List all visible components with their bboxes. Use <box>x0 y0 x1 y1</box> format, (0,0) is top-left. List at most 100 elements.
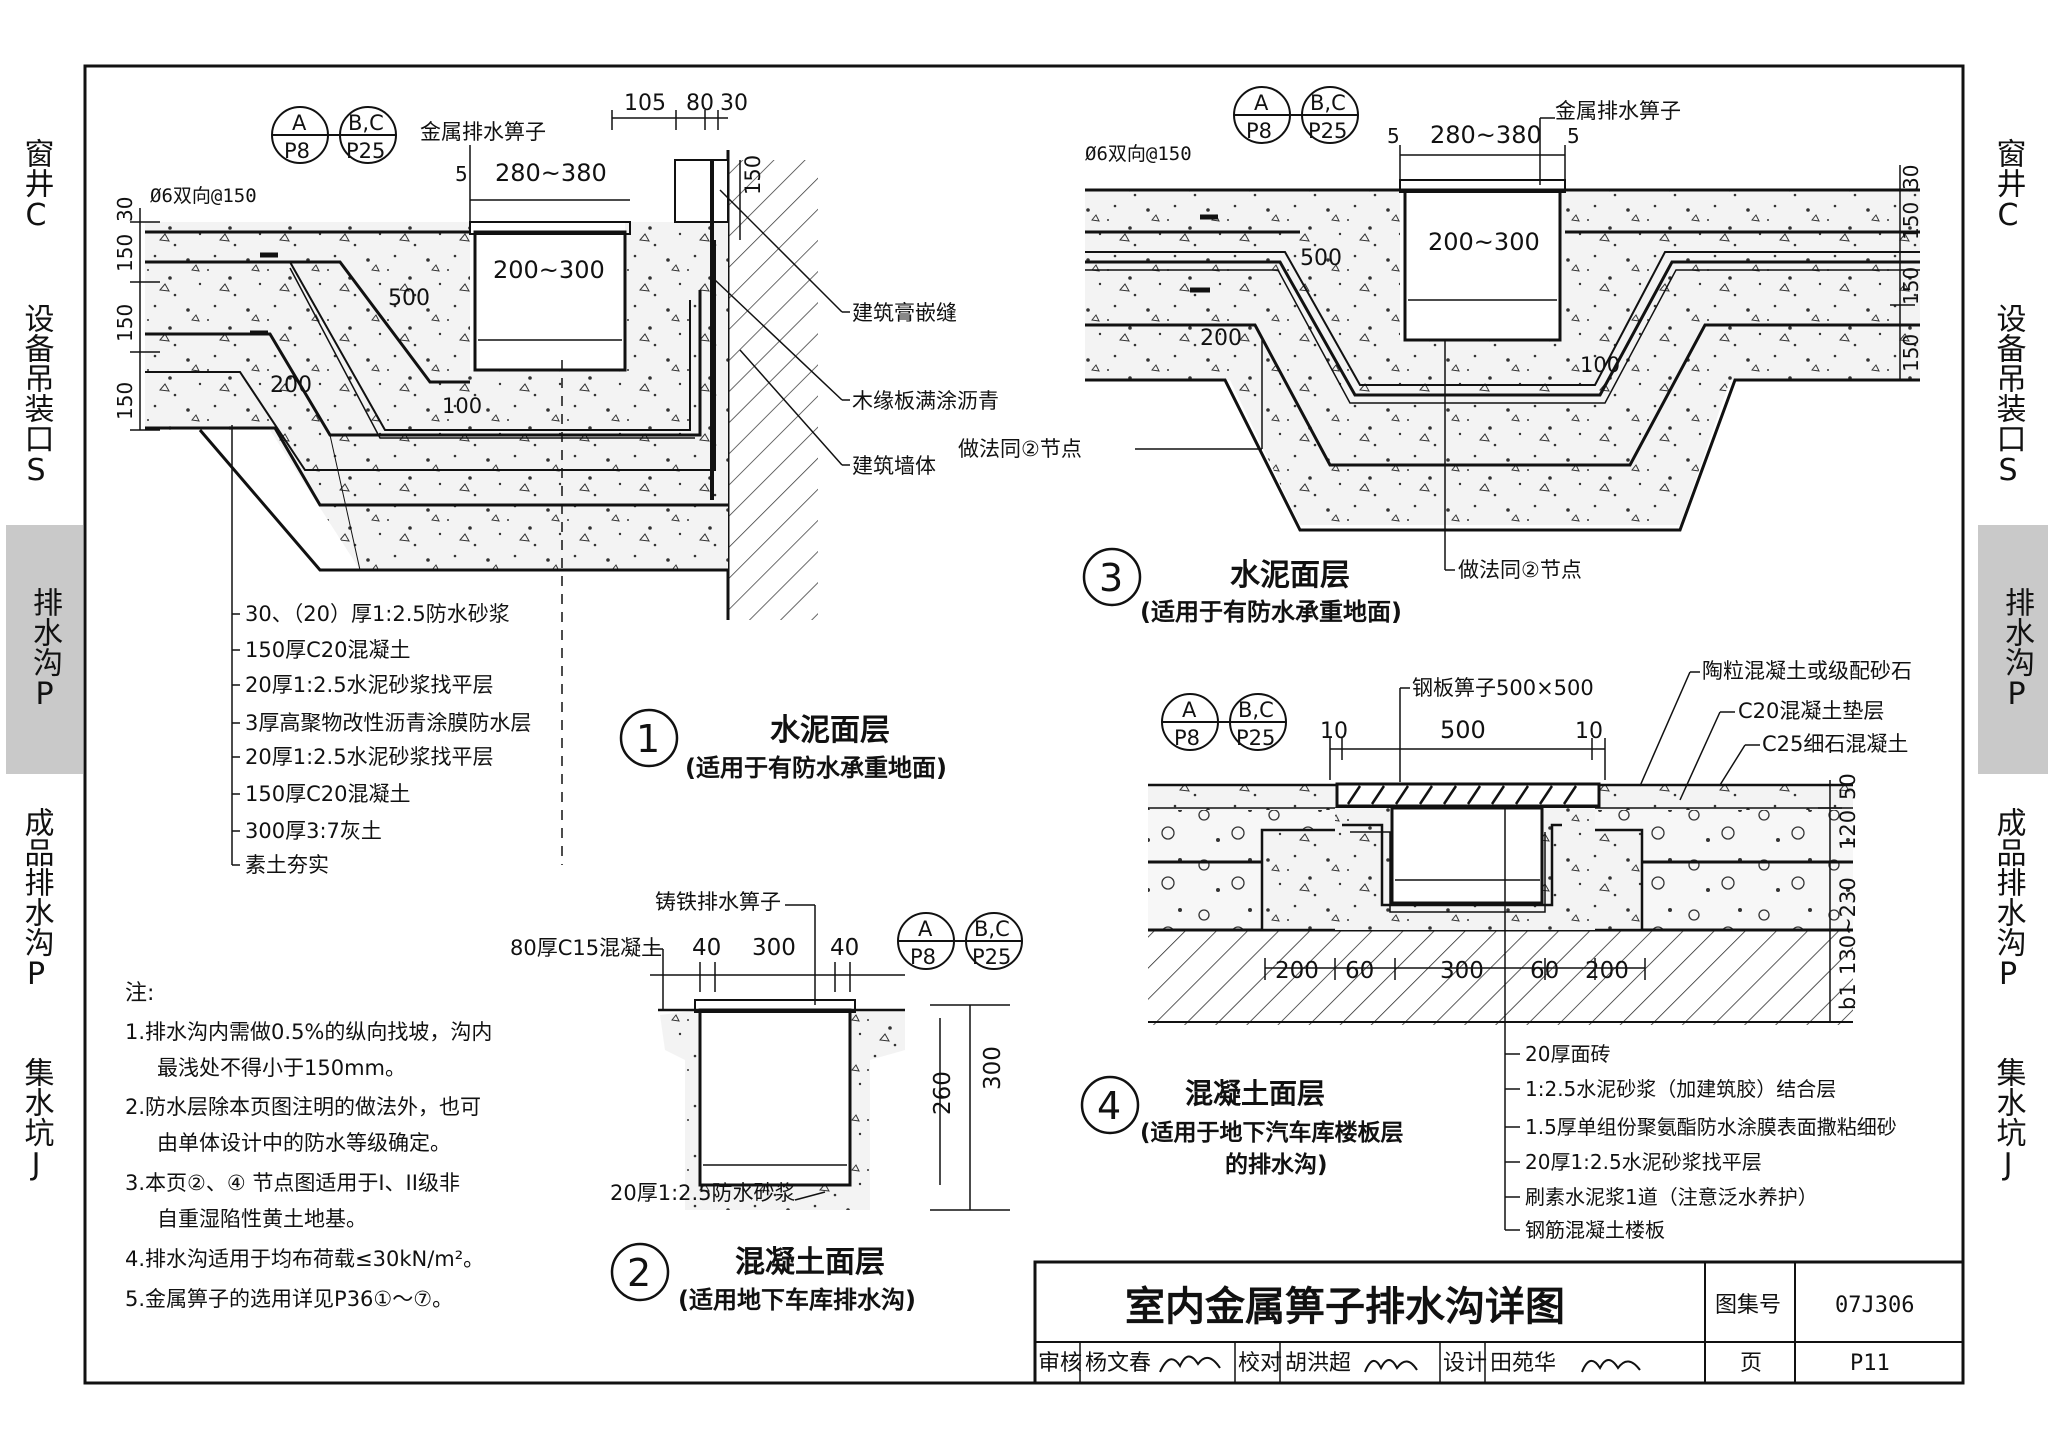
dim-105: 105 <box>624 91 666 116</box>
rebar-label: Ø6双向@150 <box>150 185 257 207</box>
callout-label: C20混凝土垫层 <box>1738 699 1884 723</box>
title-block: 室内金属箅子排水沟详图 图集号 07J306 页 P11 审核 杨文春 校对 胡… <box>1033 1260 1965 1385</box>
dim-200: 200 <box>1275 958 1319 984</box>
dim-40: 40 <box>830 935 859 961</box>
side-nav-item[interactable]: 成品排水沟P <box>18 806 54 992</box>
dim-top-span: 280~380 <box>495 159 607 187</box>
detail-title: 水泥面层 <box>770 713 890 748</box>
side-nav-item-active[interactable]: 排水沟P <box>1978 525 2048 774</box>
rebar-label: Ø6双向@150 <box>1085 143 1192 165</box>
side-nav-item[interactable]: 成品排水沟P <box>1990 806 2026 992</box>
dim-200: 200 <box>1585 958 1629 984</box>
side-nav-right: 窗井C 设备吊装口S 排水沟P 成品排水沟P 集水坑J <box>1978 110 2048 1290</box>
ref-tag-text: P8 <box>1246 119 1272 143</box>
side-nav-item[interactable]: 设备吊装口S <box>18 302 54 488</box>
ref-tag-text: P8 <box>1174 726 1200 750</box>
layer-label: 150厚C20混凝土 <box>245 782 410 806</box>
checker-name: 胡洪超 <box>1285 1351 1351 1376</box>
ref-tag-text: B,C <box>1310 91 1346 115</box>
dim-v150: 150 <box>113 382 137 420</box>
designer-signature <box>1581 1359 1641 1373</box>
callout-label: 陶粒混凝土或级配砂石 <box>1702 659 1912 683</box>
ref-tag: A P8 B,C P25 <box>1233 86 1359 144</box>
note-line: 自重湿陷性黄土地基。 <box>157 1207 367 1231</box>
grate-label: 铸铁排水箅子 <box>655 890 781 914</box>
grate-label: 金属排水箅子 <box>420 120 546 144</box>
dim-260: 260 <box>930 1071 956 1115</box>
dim-150: 150 <box>741 155 765 195</box>
layer-label: 素土夯实 <box>245 853 329 877</box>
ref-tag-text: P8 <box>910 945 936 969</box>
concrete-label: 80厚C15混凝土 <box>510 936 662 960</box>
side-nav-item[interactable]: 设备吊装口S <box>1990 302 2026 488</box>
check-label: 校对 <box>1238 1351 1282 1376</box>
dim-v150: 150 <box>1899 267 1923 305</box>
note-line: 2.防水层除本页图注明的做法外，也可 <box>125 1095 481 1119</box>
notes: 注: 1.排水沟内需做0.5%的纵向找坡，沟内 最浅处不得小于150mm。 2.… <box>125 981 492 1311</box>
dim-inner: 200~300 <box>493 256 605 284</box>
sheet-title: 室内金属箅子排水沟详图 <box>1125 1284 1565 1330</box>
layer-label: 钢筋混凝土楼板 <box>1525 1218 1665 1242</box>
ref-tag-text: P25 <box>1308 119 1347 143</box>
dim-v150: 150 <box>113 304 137 342</box>
review-label: 审核 <box>1038 1351 1082 1376</box>
design-label: 设计 <box>1443 1351 1487 1376</box>
dim-v30: 30 <box>113 197 137 222</box>
dim-10: 10 <box>1575 719 1603 744</box>
detail-3: 金属排水箅子 Ø6双向@150 280~380 200~300 5 5 500 … <box>958 86 1923 626</box>
detail-2: 铸铁排水箅子 80厚C15混凝土 20厚1:2.5防水砂浆 40 300 40 … <box>510 890 1023 1314</box>
atlas-number: 07J306 <box>1835 1293 1914 1318</box>
note-label: 做法同②节点 <box>1458 558 1582 582</box>
dim-30: 30 <box>720 91 748 116</box>
ref-tag-text: P25 <box>346 139 385 163</box>
layer-label: 20厚面砖 <box>1525 1042 1610 1066</box>
side-nav-item[interactable]: 集水坑J <box>18 1056 54 1182</box>
layer-label: 30、（20）厚1:2.5防水砂浆 <box>245 602 510 626</box>
side-nav-item-active[interactable]: 排水沟P <box>6 525 83 774</box>
detail-subtitle: (适用于地下汽车库楼板层 <box>1140 1119 1404 1146</box>
note-line: 5.金属箅子的选用详见P36①～⑦。 <box>125 1287 453 1311</box>
side-nav-item[interactable]: 窗井C <box>18 137 54 233</box>
note-line: 最浅处不得小于150mm。 <box>157 1056 406 1080</box>
dim-100: 100 <box>1580 353 1620 377</box>
dim-gap: 5 <box>1567 124 1580 148</box>
detail-subtitle: (适用地下车库排水沟) <box>678 1286 916 1314</box>
detail-subtitle: 的排水沟) <box>1225 1151 1328 1178</box>
dim-120: 120 <box>1836 810 1860 850</box>
dim-gap: 5 <box>455 162 468 186</box>
ref-tag-text: A <box>292 111 307 135</box>
callout-label: 建筑墙体 <box>852 454 936 478</box>
ref-tag-text: B,C <box>1238 698 1274 722</box>
detail-number: 2 <box>627 1251 651 1295</box>
dim-v150: 150 <box>1899 202 1923 240</box>
ref-tag: A P8 B,C P25 <box>897 912 1023 970</box>
reviewer-signature <box>1159 1355 1221 1373</box>
ref-tag: A P8 B,C P25 <box>271 106 397 164</box>
layer-label: 20厚1:2.5水泥砂浆找平层 <box>1525 1150 1762 1174</box>
dim-v30: 30 <box>1899 165 1923 190</box>
ref-tag-text: P8 <box>284 139 310 163</box>
layer-label: 3厚高聚物改性沥青涂膜防水层 <box>245 711 531 735</box>
dim-50: 50 <box>1836 773 1860 800</box>
dim-80: 80 <box>686 91 714 116</box>
side-nav-item[interactable]: 集水坑J <box>1990 1056 2026 1182</box>
detail-title: 混凝土面层 <box>735 1245 885 1280</box>
dim-200: 200 <box>270 373 312 398</box>
checker-signature <box>1364 1359 1418 1373</box>
dim-60: 60 <box>1345 958 1374 984</box>
detail-subtitle: (适用于有防水承重地面) <box>1140 598 1402 626</box>
callout-label: 木缘板满涂沥青 <box>852 389 999 413</box>
note-line: 3.本页②、④ 节点图适用于I、II级非 <box>125 1171 460 1195</box>
layer-label: 20厚1:2.5水泥砂浆找平层 <box>245 745 494 769</box>
ref-tag-text: A <box>1254 91 1269 115</box>
ref-tag-text: A <box>918 917 933 941</box>
ref-tag-text: A <box>1182 698 1197 722</box>
mortar-label: 20厚1:2.5防水砂浆 <box>610 1181 796 1205</box>
designer-name: 田苑华 <box>1490 1351 1556 1376</box>
side-nav-item[interactable]: 窗井C <box>1990 137 2026 233</box>
layer-label: 300厚3:7灰土 <box>245 819 382 843</box>
dim-130-230: 130~230 <box>1836 877 1860 975</box>
ref-tag-text: B,C <box>348 111 384 135</box>
dim-gap: 5 <box>1387 124 1400 148</box>
